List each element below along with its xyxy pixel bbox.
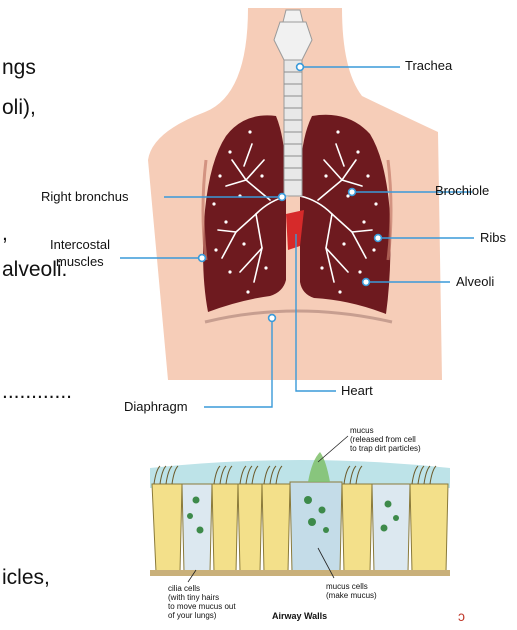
label-cilia-line3: to move mucus out (168, 602, 236, 611)
label-cilia-cells: cilia cells (with tiny hairs to move muc… (168, 584, 236, 620)
label-mucus-cells-line1: mucus cells (326, 582, 377, 591)
label-cilia-line1: cilia cells (168, 584, 236, 593)
label-mucus-line2: (released from cell (350, 435, 421, 444)
mucus-cell-shape (290, 482, 342, 572)
label-mucus-line3: to trap dirt particles) (350, 444, 421, 453)
label-cilia-line2: (with tiny hairs (168, 593, 236, 602)
label-cilia-line4: of your lungs) (168, 611, 236, 620)
label-mucus-line1: mucus (350, 426, 421, 435)
label-mucus: mucus (released from cell to trap dirt p… (350, 426, 421, 453)
airway-diagram-title: Airway Walls (272, 612, 327, 621)
red-mark: ↄ (458, 608, 465, 624)
label-mucus-cells: mucus cells (make mucus) (326, 582, 377, 600)
label-mucus-cells-line2: (make mucus) (326, 591, 377, 600)
